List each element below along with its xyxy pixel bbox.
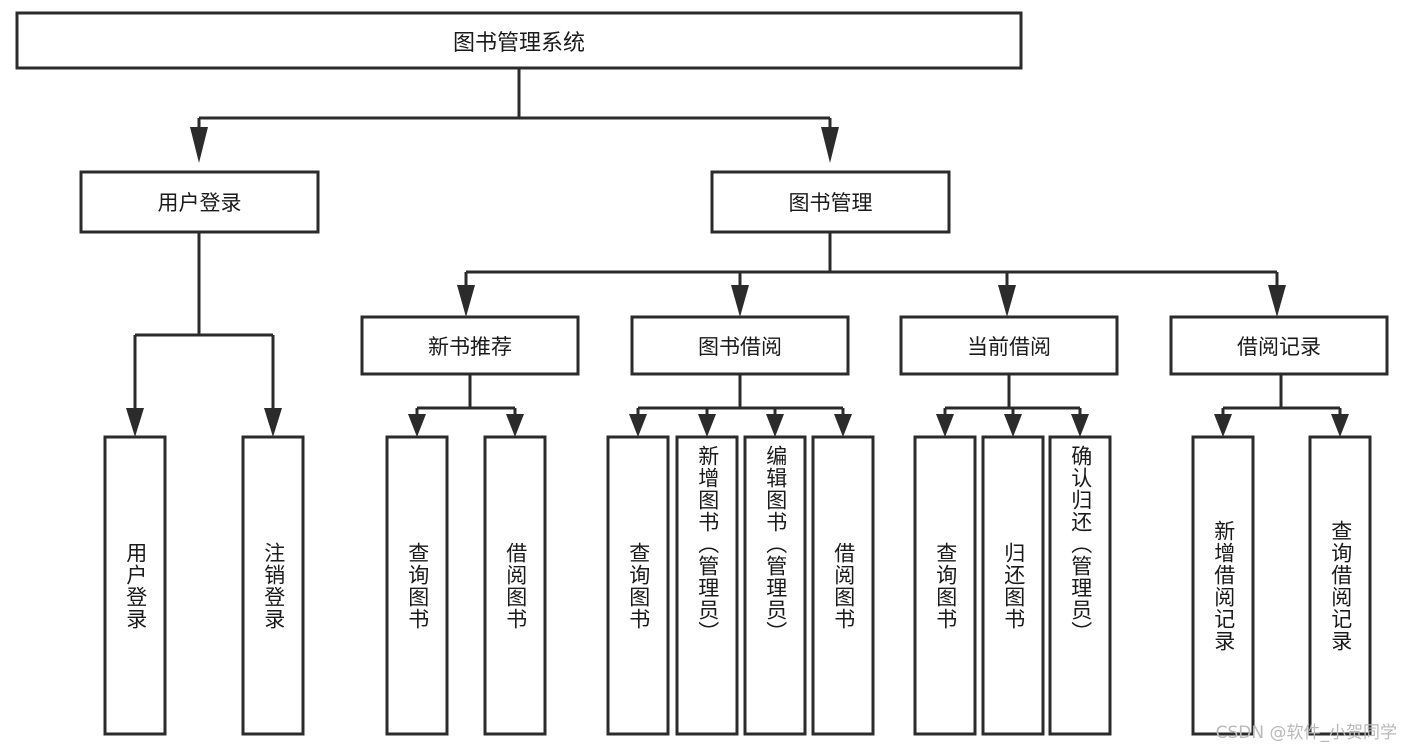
node-new-book-box[interactable] [360, 315, 580, 376]
leaf-box-nb-query-book[interactable] [385, 435, 449, 736]
arrow-head-user-login [190, 127, 208, 163]
leaf-box-cb-return-book[interactable] [981, 435, 1045, 736]
arrow-head-cb-leaf2 [1004, 414, 1022, 437]
leaf-box-bb-edit-book[interactable] [743, 435, 807, 736]
arrow-head-bb-leaf1 [629, 414, 647, 437]
leaf-box-user-login[interactable] [103, 435, 167, 736]
arrow-head-new-book [457, 285, 475, 317]
arrow-head-book-borrow [731, 285, 749, 317]
arrow-head-current-borrow [998, 285, 1016, 317]
leaf-box-logout[interactable] [241, 435, 305, 736]
arrow-head-bb-leaf4 [834, 414, 852, 437]
arrow-head-nb-leaf1 [408, 414, 426, 437]
arrow-head-leaf-user-login [126, 408, 144, 437]
arrow-head-borrow-record [1268, 285, 1286, 317]
node-borrow-record-box[interactable] [1169, 315, 1389, 376]
leaf-box-bb-borrow-book[interactable] [811, 435, 875, 736]
leaf-box-br-add-record[interactable] [1191, 435, 1255, 736]
arrow-head-cb-leaf1 [936, 414, 954, 437]
leaf-box-bb-query-book[interactable] [606, 435, 670, 736]
leaf-box-nb-borrow-book[interactable] [483, 435, 547, 736]
node-user-login-box[interactable] [79, 170, 320, 234]
arrow-head-br-leaf2 [1331, 414, 1349, 437]
leaf-box-br-query-record[interactable] [1308, 435, 1372, 736]
node-current-borrow-box[interactable] [899, 315, 1119, 376]
arrow-head-leaf-logout [264, 408, 282, 437]
leaf-box-cb-confirm-return[interactable] [1048, 435, 1112, 736]
arrow-head-br-leaf1 [1214, 414, 1232, 437]
arrow-head-bb-leaf3 [766, 414, 784, 437]
arrow-head-bb-leaf2 [698, 414, 716, 437]
arrow-head-nb-leaf2 [506, 414, 524, 437]
arrow-head-book-manage [821, 127, 839, 163]
arrow-head-cb-leaf3 [1071, 414, 1089, 437]
leaf-box-cb-query-book[interactable] [913, 435, 977, 736]
node-book-manage-box[interactable] [710, 170, 951, 234]
node-root-box[interactable] [15, 11, 1023, 70]
leaf-box-bb-add-book[interactable] [675, 435, 739, 736]
node-book-borrow-box[interactable] [630, 315, 850, 376]
